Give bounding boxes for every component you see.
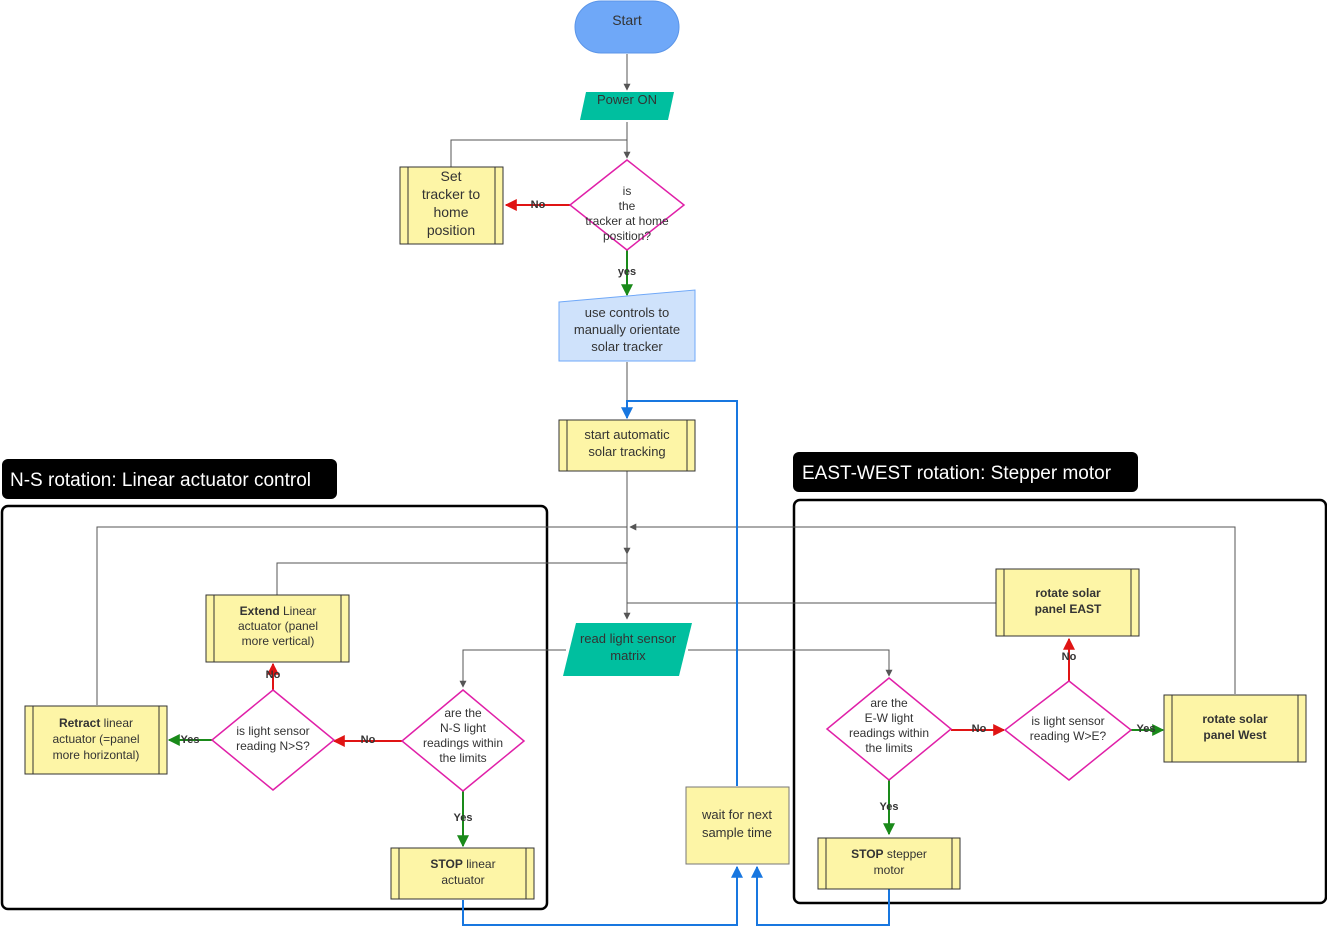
svg-text:N-S rotation: Linear actuator: N-S rotation: Linear actuator control xyxy=(10,470,311,491)
start-node: Start xyxy=(574,0,680,54)
ns-compare-no-label: No xyxy=(266,669,281,681)
ew-group-frame xyxy=(792,498,1327,905)
start-node-text: Start xyxy=(612,12,642,28)
home-no-label: No xyxy=(531,199,546,211)
ns-limits-yes-label: Yes xyxy=(454,812,473,824)
ew-compare-no-label: No xyxy=(1062,651,1077,663)
main-connectors xyxy=(96,54,1236,705)
ns-compare-yes-label: Yes xyxy=(181,734,200,746)
power-on-text: Power ON xyxy=(597,92,657,107)
ns-group-title: N-S rotation: Linear actuator control xyxy=(2,459,337,499)
no-connectors xyxy=(267,199,1075,747)
svg-text:EAST-WEST rotation: Stepper mo: EAST-WEST rotation: Stepper motor xyxy=(802,463,1112,484)
yes-connectors xyxy=(167,250,1165,848)
ew-limits-no-label: No xyxy=(972,723,987,735)
ew-compare-yes-label: Yes xyxy=(1137,723,1156,735)
ew-group-title: EAST-WEST rotation: Stepper motor xyxy=(793,452,1138,492)
power-on-node: Power ON xyxy=(580,92,674,120)
loop-connectors xyxy=(462,400,890,926)
ew-limits-yes-label: Yes xyxy=(880,801,899,813)
ns-limits-no-label: No xyxy=(361,734,376,746)
ns-group-frame xyxy=(0,504,549,911)
home-yes-label: yes xyxy=(618,266,636,278)
